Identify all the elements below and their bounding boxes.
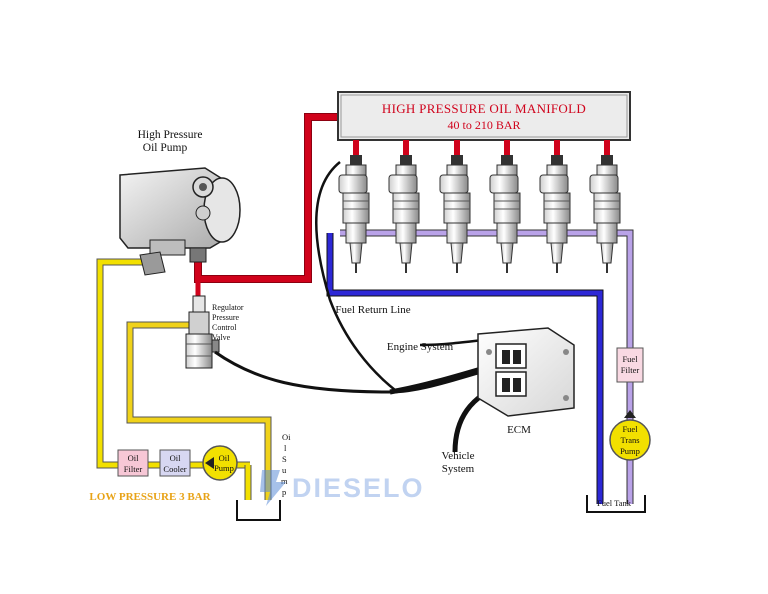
oil-pump: Oil Pump <box>202 445 238 481</box>
oil-filter-label-line2: Filter <box>124 464 143 474</box>
fuel-trans-pump-label-line2: Trans <box>620 435 639 445</box>
oil-filter: Oil Filter <box>117 449 149 477</box>
injector-6 <box>589 154 621 274</box>
injector-5 <box>539 154 571 274</box>
manifold-title: HIGH PRESSURE OIL MANIFOLD <box>382 101 586 116</box>
ecm-module <box>477 327 575 417</box>
injector-1 <box>338 154 370 274</box>
oil-cooler-label-line1: Oil <box>170 453 182 463</box>
low-pressure-label: LOW PRESSURE 3 BAR <box>89 491 211 503</box>
engine-system-label: Engine System <box>387 341 454 353</box>
pump-label-line1: High Pressure <box>138 129 203 141</box>
svg-text:u: u <box>282 465 287 475</box>
high-pressure-oil-manifold: HIGH PRESSURE OIL MANIFOLD 40 to 210 BAR <box>337 91 631 141</box>
fuel-trans-pump: Fuel Trans Pump <box>609 410 651 461</box>
pump-label-line2: Oil Pump <box>143 142 188 154</box>
oil-cooler-label-line2: Cooler <box>163 464 186 474</box>
watermark-text: DIESELO <box>292 473 425 503</box>
fuel-trans-pump-label-line1: Fuel <box>622 424 638 434</box>
manifold-feed-lines <box>353 140 610 156</box>
fuel-tank-container <box>586 495 646 513</box>
regulator-label-line2: Pressure <box>212 313 240 322</box>
regulator-pressure-control-valve <box>185 295 220 369</box>
oil-pump-label-line1: Oil <box>219 453 231 463</box>
injector-3 <box>439 154 471 274</box>
fuel-return-line <box>326 233 604 504</box>
injector-2 <box>388 154 420 274</box>
regulator-label-line1: Regulator <box>212 303 244 312</box>
manifold-pressure: 40 to 210 BAR <box>447 118 520 132</box>
fuel-filter-label-line1: Fuel <box>622 354 638 364</box>
svg-text:m: m <box>281 476 288 486</box>
oil-sump-container <box>236 500 281 521</box>
fuel-filter: Fuel Filter <box>616 347 644 383</box>
oil-pump-label-line2: Pump <box>214 463 234 473</box>
injector-4 <box>489 154 521 274</box>
dieselo-watermark: DIESELO <box>260 470 425 506</box>
regulator-label-line3: Control <box>212 323 237 332</box>
ecm-label: ECM <box>507 424 531 436</box>
high-pressure-oil-line <box>194 113 340 298</box>
fuel-trans-pump-label-line3: Pump <box>620 446 640 456</box>
svg-text:p: p <box>282 487 286 497</box>
high-pressure-oil-pump <box>119 167 241 276</box>
oil-cooler: Oil Cooler <box>159 449 191 477</box>
fuel-tank-label: Fuel Tank <box>597 498 632 508</box>
fuel-return-line-label: Fuel Return Line <box>335 304 410 316</box>
fuel-filter-label-line2: Filter <box>621 365 640 375</box>
oil-filter-label-line1: Oil <box>128 453 140 463</box>
svg-text:Oi: Oi <box>282 432 291 442</box>
svg-text:l: l <box>284 443 287 453</box>
vehicle-system-label-line1: Vehicle <box>442 450 475 462</box>
oil-sump-label: Oi l S u m p <box>281 432 291 497</box>
regulator-label-line4: Valve <box>212 333 231 342</box>
svg-text:S: S <box>282 454 287 464</box>
vehicle-system-label-line2: System <box>442 463 475 475</box>
